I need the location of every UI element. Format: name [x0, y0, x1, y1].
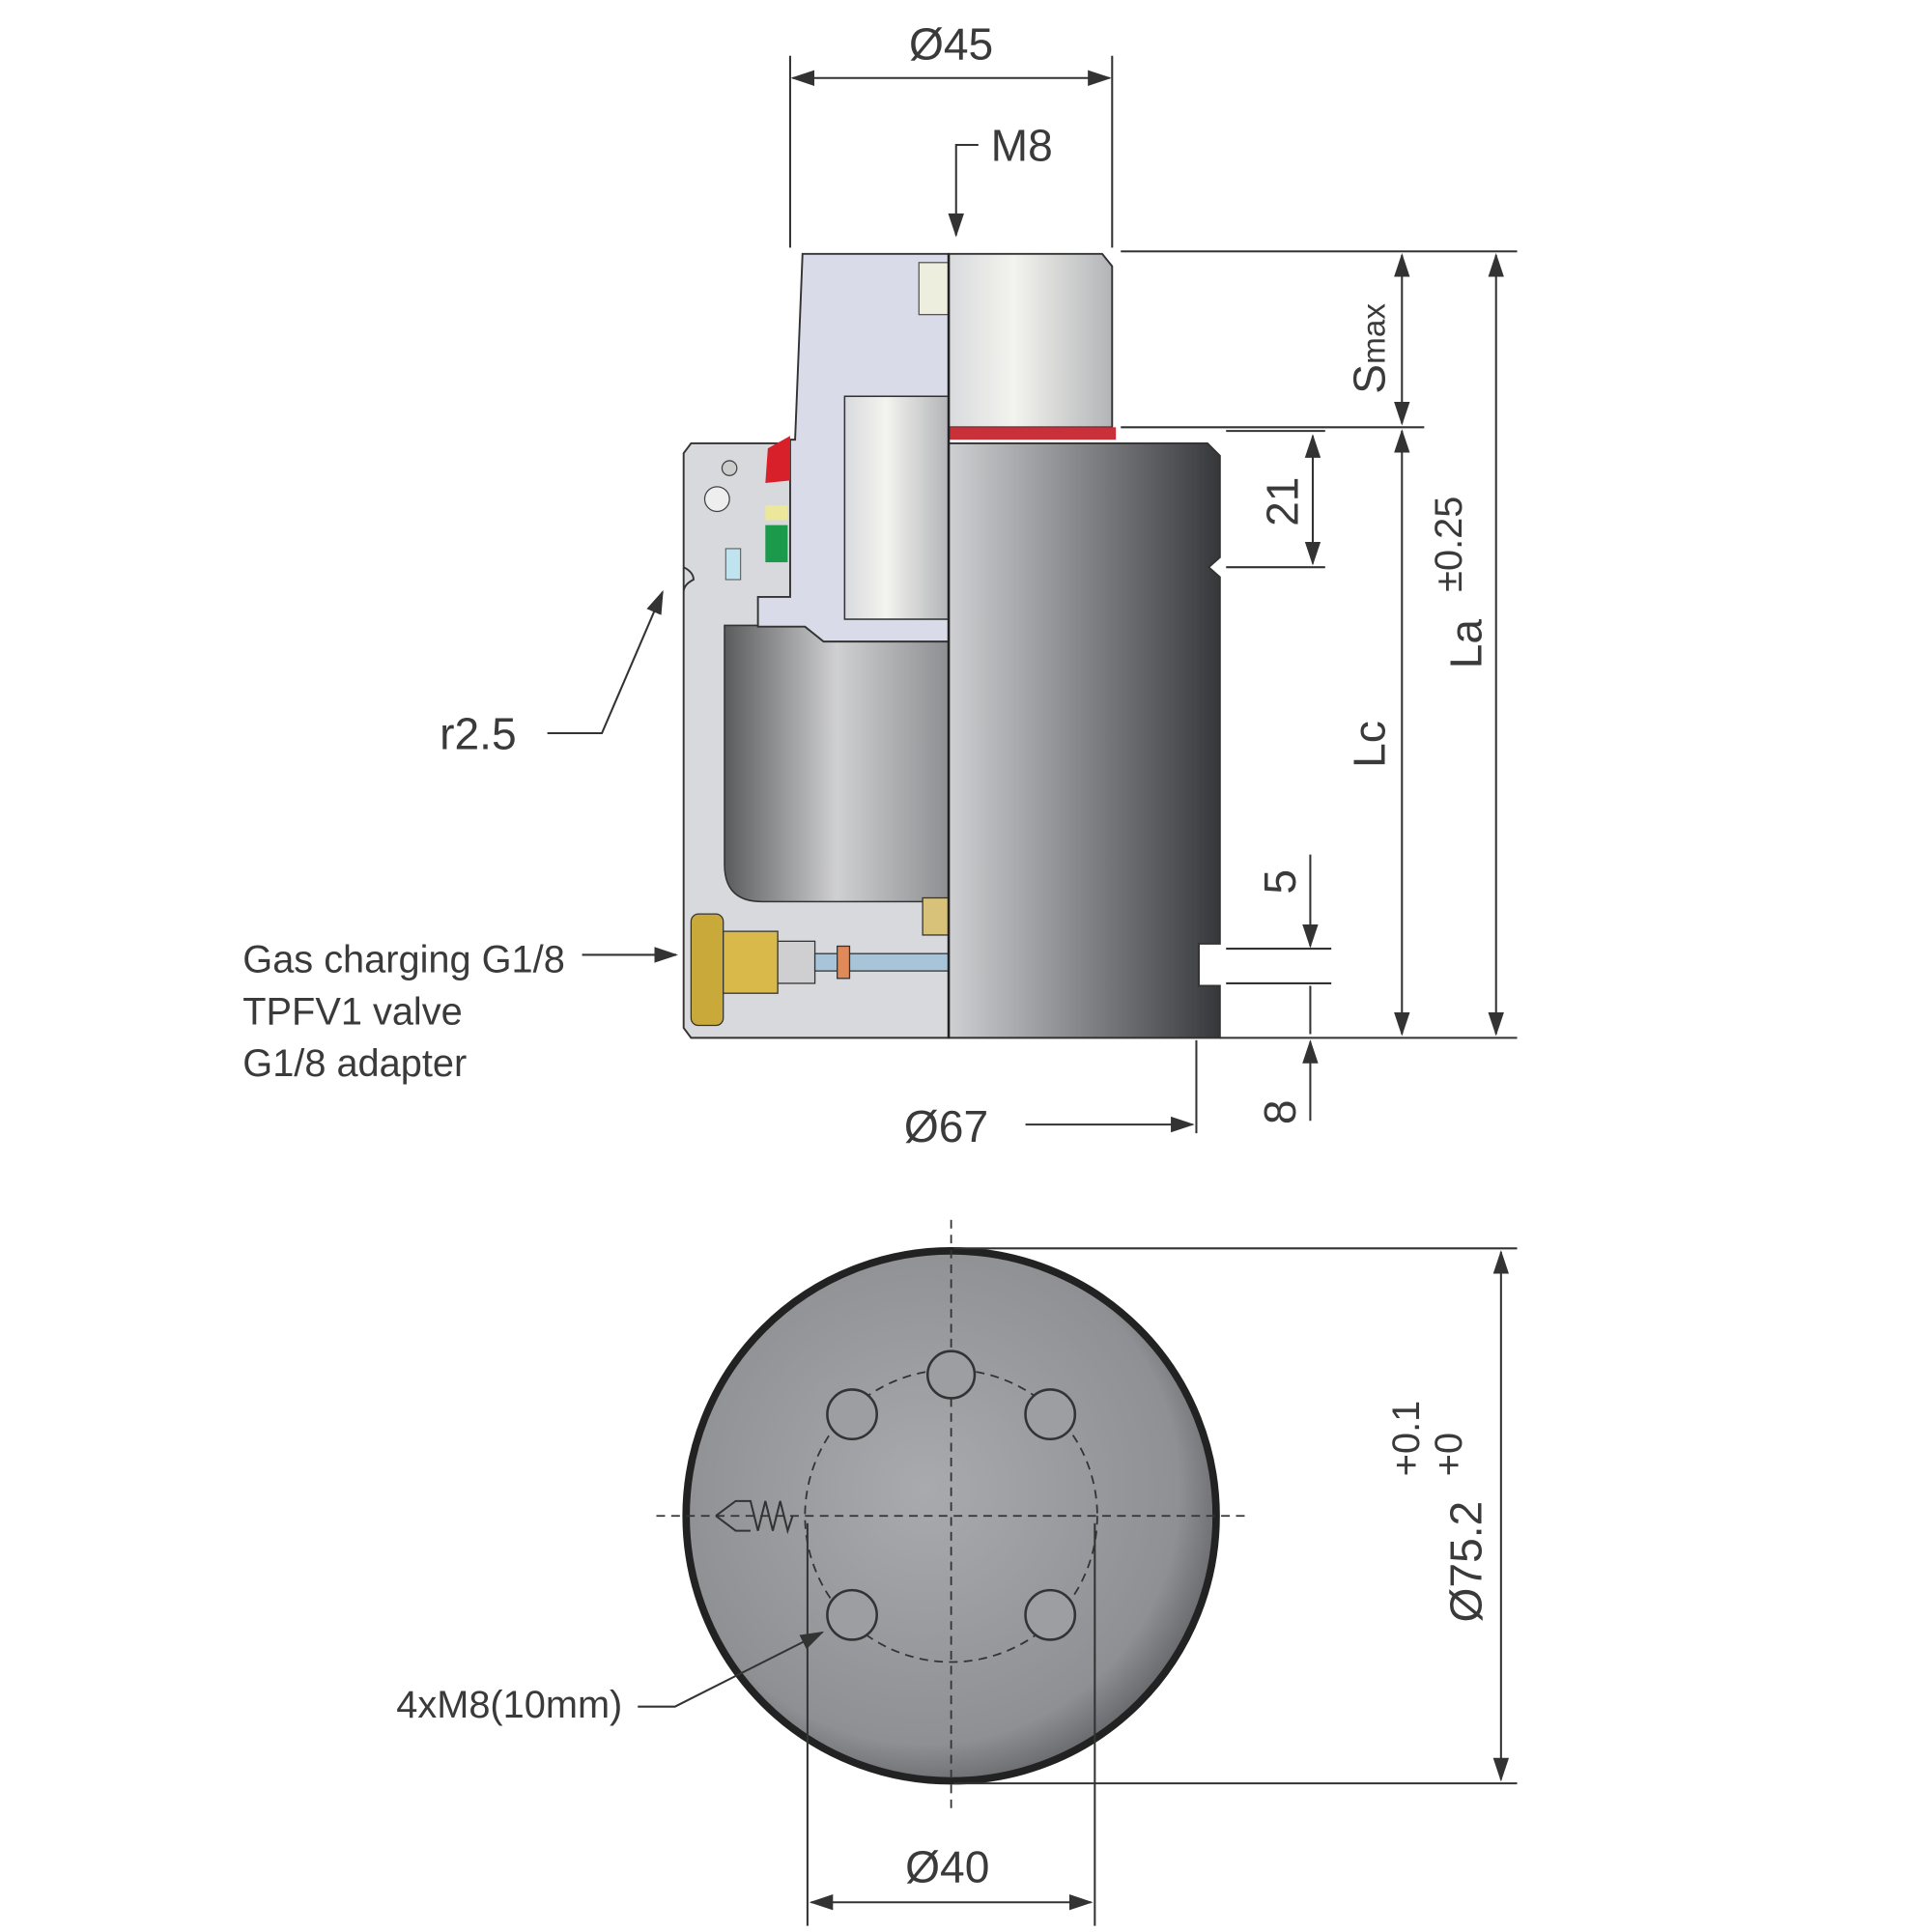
- dim-groove-top: 21: [1258, 477, 1308, 526]
- dim-length-tol: ±0.25: [1428, 497, 1470, 592]
- ball-small: [721, 460, 738, 476]
- valve-label-adapter: G1/8 adapter: [242, 1042, 467, 1085]
- bolt-hole: [1024, 1388, 1077, 1441]
- bottom-view: Ø75.2 +0.1 +0 Ø40 4xM8(10mm): [396, 1219, 1518, 1926]
- radius-label: r2.5: [440, 709, 517, 759]
- cylinder-body: [948, 442, 1221, 1039]
- dim-body-diameter: Ø67: [904, 1101, 988, 1151]
- seal-blue: [724, 548, 742, 581]
- side-section-view: Ø45 M8 Smax Lc La ±0.25 21 5 8 Ø67 r2.5 …: [242, 19, 1518, 1151]
- piston-rod: [948, 252, 1114, 429]
- seal-yellow: [765, 505, 788, 521]
- bolt-hole: [826, 1388, 878, 1441]
- valve-label-tpfv1: TPFV1 valve: [242, 990, 462, 1033]
- dim-length: La: [1440, 619, 1491, 669]
- dim-thread: M8: [991, 121, 1053, 171]
- valve-symbol-icon: [715, 1499, 794, 1535]
- seal-green: [765, 525, 788, 563]
- seal-red: [765, 436, 790, 483]
- valve-label-gas: Gas charging G1/8: [242, 938, 565, 980]
- wiper-red: [949, 427, 1117, 440]
- holes-label: 4xM8(10mm): [396, 1684, 622, 1726]
- bolt-hole: [826, 1588, 878, 1641]
- dim-bolt-circle: Ø40: [905, 1842, 989, 1892]
- dim-groove-bottom: 5: [1255, 869, 1305, 895]
- rod-bore: [843, 395, 950, 620]
- bolt-hole: [1024, 1588, 1077, 1641]
- charging-valve: [690, 896, 950, 1027]
- thread-bore: [918, 262, 950, 316]
- dim-stroke: Smax: [1344, 303, 1394, 394]
- ball: [703, 486, 730, 513]
- dim-lc: Lc: [1344, 721, 1394, 768]
- tol-upper: +0.1: [1385, 1401, 1428, 1476]
- dim-top-diameter: Ø45: [909, 19, 993, 70]
- dim-bottom-offset: 8: [1255, 1099, 1305, 1124]
- center-hole: [925, 1350, 977, 1400]
- dim-outer-diameter: Ø75.2: [1440, 1501, 1491, 1623]
- cavity: [724, 624, 950, 903]
- bolt-holes: [826, 1350, 1077, 1641]
- tol-lower: +0: [1428, 1433, 1470, 1476]
